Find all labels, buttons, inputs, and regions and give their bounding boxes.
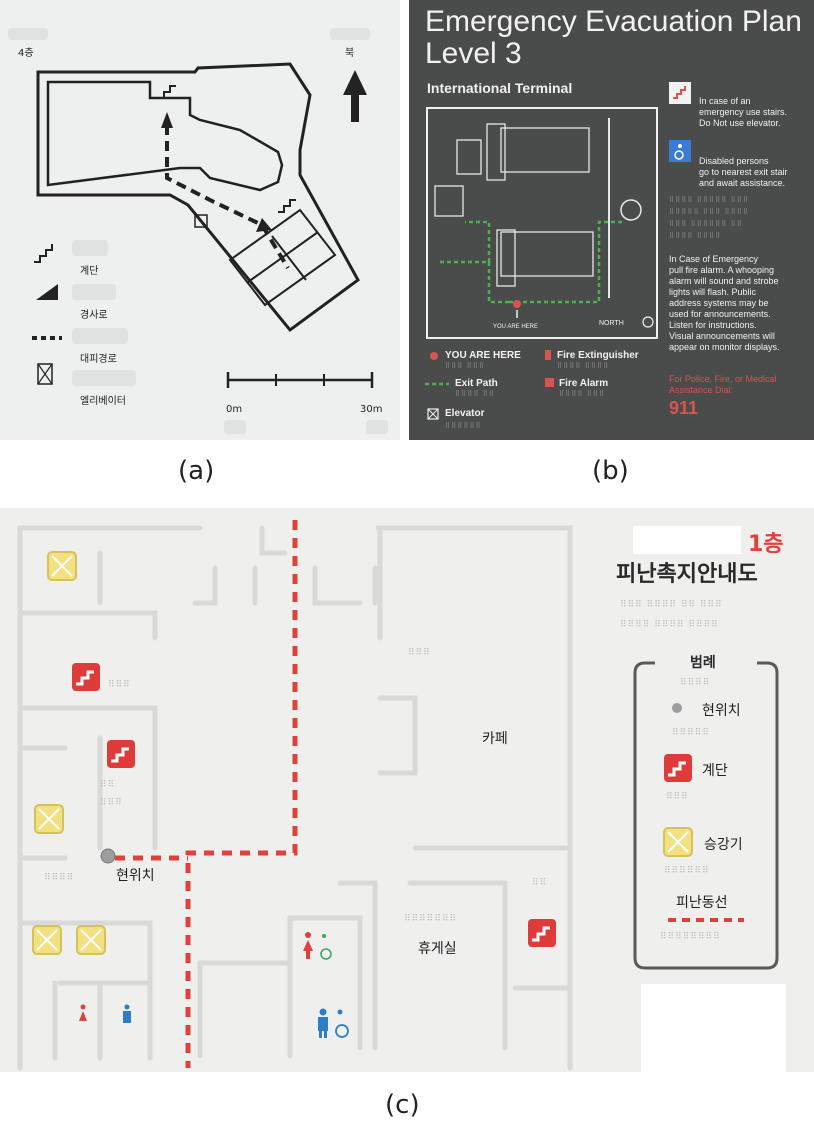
elevator-legend-icon bbox=[37, 363, 53, 385]
path-arrow-icon bbox=[256, 218, 272, 232]
north-label: 북 bbox=[345, 48, 355, 59]
floor-label: 1층 bbox=[748, 532, 784, 557]
panel-c-map bbox=[17, 520, 786, 1072]
panel-b-map bbox=[425, 82, 691, 420]
legend-route: 피난동선 bbox=[676, 895, 728, 911]
current-location-marker bbox=[100, 848, 116, 864]
elevator-icon bbox=[76, 925, 106, 955]
stairs-icon bbox=[34, 244, 53, 263]
elevator-icon bbox=[194, 214, 208, 228]
elevator-icon bbox=[427, 408, 439, 420]
panel-a-floor-plan: 4층 북 계단 경사로 대피경로 엘리베이터 0m 30m bbox=[0, 0, 400, 440]
legend-elevator: 승강기 bbox=[704, 837, 743, 853]
legend-title: 범례 bbox=[690, 655, 716, 671]
scale-start-label: 0m bbox=[226, 404, 243, 415]
north-label: NORTH bbox=[599, 320, 624, 327]
legend-elevator: Elevator bbox=[445, 408, 485, 419]
stairs-icon bbox=[72, 663, 100, 691]
legend-stairs: 계단 bbox=[702, 763, 728, 779]
stairs-icon bbox=[528, 919, 556, 947]
wheelchair-icon bbox=[335, 1009, 349, 1038]
north-arrow-icon bbox=[343, 70, 367, 95]
restroom-women-icon bbox=[79, 1004, 87, 1021]
legend-stairs-label: 계단 bbox=[80, 266, 99, 277]
current-location-label: 현위치 bbox=[116, 868, 155, 884]
ramp-icon bbox=[36, 284, 58, 300]
wheelchair-icon bbox=[320, 934, 332, 960]
fire-alarm-icon bbox=[545, 378, 554, 387]
elevator-legend-icon bbox=[663, 827, 693, 857]
you-are-here-icon bbox=[430, 352, 438, 360]
legend-fire-extinguisher: Fire Extinguisher bbox=[557, 350, 639, 361]
map-title: 피난촉지안내도 bbox=[616, 562, 758, 587]
north-compass-icon bbox=[642, 316, 654, 328]
panel-a-map bbox=[32, 62, 374, 388]
scale-end-label: 30m bbox=[360, 404, 383, 415]
legend-path-label: 대피경로 bbox=[80, 354, 117, 365]
elevator-icon bbox=[47, 551, 77, 581]
room-cafe: 카페 bbox=[482, 731, 508, 747]
legend-you-are-here: YOU ARE HERE bbox=[445, 350, 521, 361]
stairs-legend-icon bbox=[664, 754, 692, 782]
location-legend-icon bbox=[672, 703, 682, 713]
legend-ramp-label: 경사로 bbox=[80, 310, 108, 321]
stairs-icon bbox=[107, 740, 135, 768]
restroom-men-icon bbox=[123, 1004, 131, 1023]
caption-c: (c) bbox=[385, 1090, 420, 1120]
elevator-icon bbox=[32, 925, 62, 955]
legend-elevator-label: 엘리베이터 bbox=[80, 396, 126, 407]
panel-c-tactile-map: 1층 피난촉지안내도 ⠿⠿⠿ ⠿⠿⠿⠿ ⠿⠿ ⠿⠿⠿ ⠿⠿⠿⠿ ⠿⠿⠿⠿ ⠿⠿⠿… bbox=[0, 508, 814, 1072]
caption-b: (b) bbox=[592, 456, 629, 486]
panel-b-evacuation-plan: Emergency Evacuation Plan Level 3 Intern… bbox=[409, 0, 814, 440]
restroom-men-icon bbox=[318, 1008, 328, 1038]
fire-extinguisher-icon bbox=[545, 350, 551, 360]
plan-title: Emergency Evacuation Plan Level 3 bbox=[425, 5, 802, 70]
restroom-women-icon bbox=[303, 932, 313, 959]
legend-location: 현위치 bbox=[702, 703, 741, 719]
legend-frame bbox=[633, 661, 779, 970]
legend-exit-path: Exit Path bbox=[455, 378, 498, 389]
elevator-icon bbox=[34, 804, 64, 834]
plan-subtitle: International Terminal bbox=[427, 80, 573, 96]
room-lounge: 휴게실 bbox=[418, 941, 457, 957]
path-arrow-icon bbox=[161, 112, 173, 128]
legend-fire-alarm: Fire Alarm bbox=[559, 378, 609, 389]
map-you-are-here: YOU ARE HERE bbox=[493, 324, 539, 330]
caption-a: (a) bbox=[178, 456, 215, 486]
floor-label: 4층 bbox=[18, 48, 34, 59]
emergency-phone: 911 bbox=[669, 398, 699, 418]
